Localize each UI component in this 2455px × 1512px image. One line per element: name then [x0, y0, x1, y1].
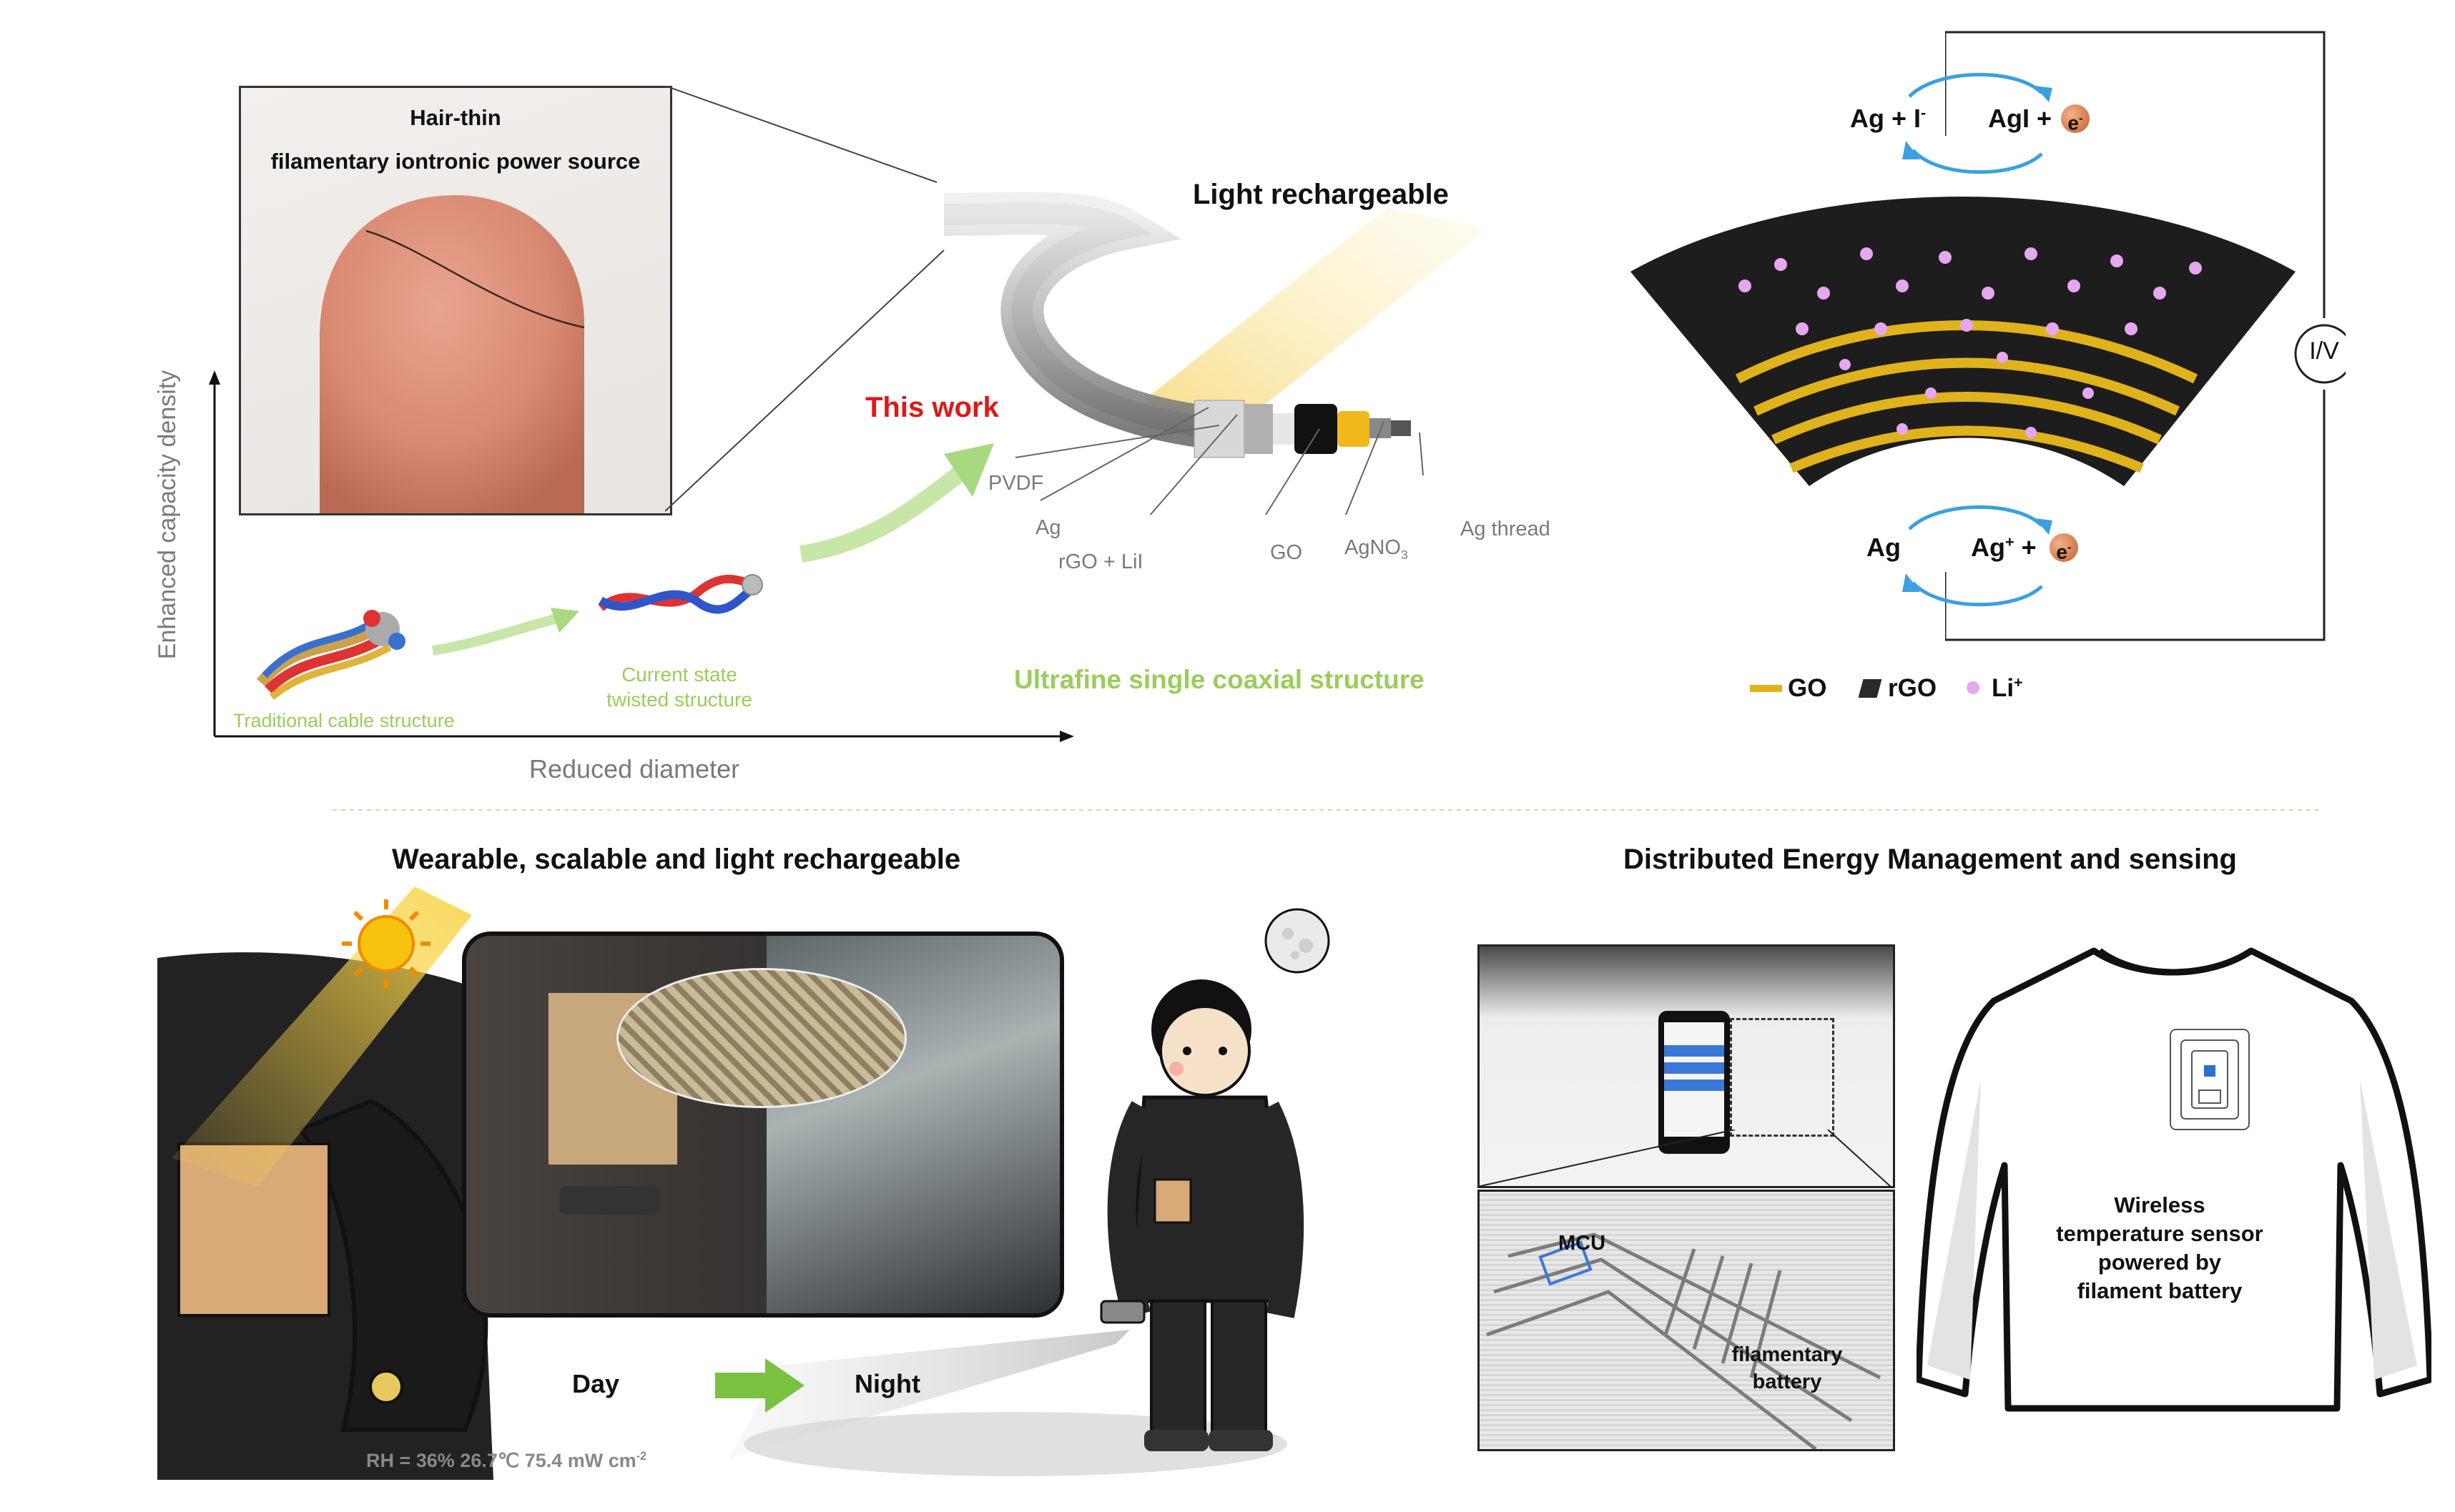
shirt-phone-photo: [1477, 944, 1895, 1188]
finger-illustration: [320, 195, 585, 513]
legend-go: GO: [1788, 674, 1827, 702]
day-night-arrow: [715, 1358, 805, 1413]
top-reaction-right: AgI +: [1988, 104, 2052, 133]
wearable-title: Wearable, scalable and light rechargeabl…: [392, 844, 961, 875]
top-cycle-arrows: [1902, 72, 2052, 174]
conditions-text: RH = 36% 26.7℃ 75.4 mW cm-2: [366, 1450, 647, 1471]
layer-label-ag-thread: Ag thread: [1460, 518, 1550, 540]
mcu-label: MCU: [1558, 1232, 1606, 1255]
sun-icon: [342, 899, 431, 988]
inset-title-line2: filamentary iontronic power source: [270, 149, 641, 174]
li-legend-swatch: [1967, 681, 1979, 694]
layer-label-agno3: AgNO3: [1344, 536, 1408, 562]
light-beam: [1144, 207, 1487, 443]
distributed-title: Distributed Energy Management and sensin…: [1623, 844, 2237, 875]
layer-label-go: GO: [1270, 541, 1303, 564]
battery-label-line2: battery: [1752, 1370, 1822, 1393]
phone: [1658, 1011, 1730, 1154]
progress-arrow-1: [431, 608, 579, 656]
electron-icon-top: e-: [2061, 104, 2090, 134]
legend-li: Li+: [1992, 674, 2023, 702]
go-legend-swatch: [1750, 685, 1782, 692]
bottom-reaction-right: Ag+ +: [1971, 533, 2037, 562]
y-axis-label: Enhanced capacity density: [154, 370, 181, 660]
person-illustration: [729, 979, 1304, 1476]
section-divider: [333, 809, 2321, 811]
sensor-text-line1: Wireless: [2114, 1192, 2205, 1217]
traditional-cable-illustration: [256, 610, 405, 700]
top-reaction-left: Ag + I-: [1850, 104, 1927, 133]
zoom-lines: [665, 86, 945, 512]
twisted-cable-illustration: [598, 574, 763, 614]
stage2-label-line1: Current state: [621, 663, 737, 686]
legend-rgo: rGO: [1888, 674, 1937, 702]
woven-fabric-zoom: [616, 968, 907, 1108]
this-work-label: This work: [865, 392, 999, 423]
coaxial-fiber-illustration: [943, 192, 1424, 515]
inset-title-line1: Hair-thin: [410, 105, 501, 130]
layer-label-rgo-lii: rGO + LiI: [1058, 550, 1143, 573]
moon-icon: [1264, 908, 1330, 974]
sensor-text-line4: filament battery: [2077, 1278, 2243, 1303]
flashlight: [559, 1186, 659, 1215]
sweatshirt-illustration: [1917, 947, 2431, 1412]
night-label: Night: [855, 1369, 920, 1398]
phone-screen: [1664, 1022, 1724, 1137]
flashlight-photo: [462, 932, 1064, 1318]
bottom-reaction-left: Ag: [1866, 533, 1901, 562]
stage2-label-line2: twisted structure: [606, 688, 752, 711]
battery-label-line1: filamentary: [1731, 1343, 1843, 1366]
embroidery-closeup-photo: MCU filamentary battery: [1477, 1190, 1895, 1451]
rgo-legend-swatch: [1858, 679, 1882, 698]
electrode-dome-illustration: [1630, 197, 2296, 486]
light-rechargeable-label: Light rechargeable: [1193, 179, 1449, 210]
external-circuit: [1945, 31, 2346, 641]
layer-label-ag: Ag: [1035, 516, 1061, 539]
day-label: Day: [572, 1369, 620, 1398]
x-axis-label: Reduced diameter: [529, 754, 740, 784]
structure-caption: Ultrafine single coaxial structure: [1014, 665, 1425, 694]
embroidered-coil: [1486, 1232, 1881, 1449]
axes: [209, 370, 1074, 742]
electron-icon-bottom: e-: [2050, 533, 2078, 563]
meter-label: I/V: [2309, 337, 2339, 365]
sensor-text-line3: powered by: [2097, 1250, 2222, 1275]
finger-inset-photo: Hair-thin filamentary iontronic power so…: [239, 86, 672, 515]
layer-label-pvdf: PVDF: [988, 472, 1044, 495]
sensor-text-line2: temperature sensor: [2056, 1221, 2263, 1246]
progress-arrow-2: [800, 443, 994, 563]
stage1-label: Traditional cable structure: [233, 710, 455, 731]
photo-zoom-lines: [1477, 1130, 1891, 1187]
sensor-dashed-box: [1730, 1018, 1834, 1137]
bottom-cycle-arrows: [1902, 505, 2052, 607]
